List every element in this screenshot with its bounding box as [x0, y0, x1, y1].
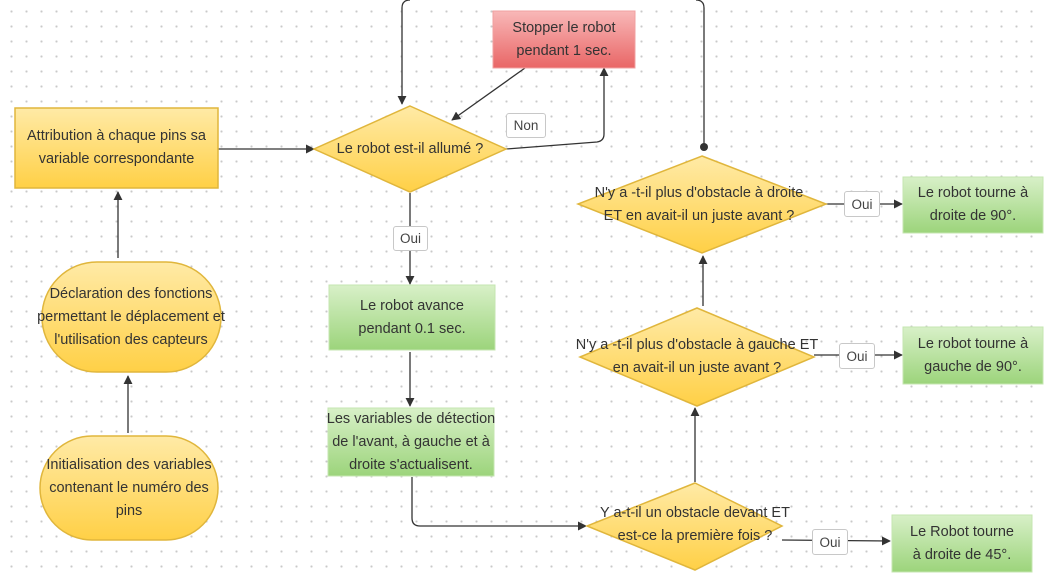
- edge-loop-to-decision: [402, 0, 705, 147]
- obstacle-devant-text: Y a-t-il un obstacle devant ET est-ce la…: [600, 505, 790, 544]
- tourne-45-text: Le Robot tourne à droite de 45°.: [910, 523, 1014, 563]
- robot-allume-text: Le robot est-il allumé ?: [336, 140, 484, 157]
- edge-label-oui-gauche: Oui: [839, 343, 875, 369]
- initialisation-text: Initialisation des variables contenant l…: [46, 456, 212, 519]
- decision-obstacle-gauche[interactable]: [578, 307, 816, 407]
- stopper-text: Stopper le robot pendant 1 sec.: [512, 19, 616, 59]
- obstacle-droite-text: N'y a -t-il plus d'obstacle à droite ET …: [594, 185, 804, 224]
- tourne-droite-90-box[interactable]: [902, 176, 1044, 234]
- edge-label-oui-allume: Oui: [393, 226, 428, 251]
- loop-junction-dot: [700, 143, 708, 151]
- obstacle-gauche-text: N'y a -t-il plus d'obstacle à gauche ET …: [575, 337, 819, 376]
- avance-text: Le robot avance pendant 0.1 sec.: [358, 297, 466, 337]
- edge-label-oui-devant: Oui: [812, 529, 848, 555]
- tourne-gauche-90-text: Le robot tourne à gauche de 90°.: [917, 335, 1029, 375]
- avance-box[interactable]: [328, 284, 496, 351]
- initialisation-terminal[interactable]: [39, 435, 219, 541]
- variables-box[interactable]: [327, 407, 495, 477]
- tourne-gauche-90-box[interactable]: [902, 326, 1044, 385]
- attribution-box[interactable]: [14, 107, 219, 189]
- decision-obstacle-droite[interactable]: [575, 155, 829, 254]
- edge-stop-to-decision: [451, 67, 526, 121]
- tourne-droite-90-text: Le robot tourne à droite de 90°.: [917, 185, 1029, 224]
- edge-label-non: Non: [506, 113, 546, 138]
- edge-decision-no-to-stop: [505, 67, 609, 150]
- declaration-terminal[interactable]: [41, 261, 222, 373]
- variables-text: Les variables de détection de l'avant, à…: [326, 410, 496, 473]
- decision-obstacle-devant[interactable]: [584, 482, 784, 571]
- edge-label-oui-droite: Oui: [844, 191, 880, 217]
- attribution-text: Attribution à chaque pins sa variable co…: [27, 128, 206, 167]
- edge-variables-to-devant: [411, 477, 587, 531]
- stopper-box[interactable]: [492, 10, 636, 69]
- tourne-45-box[interactable]: [891, 514, 1033, 573]
- declaration-text: Déclaration des fonctions permettant le …: [37, 285, 225, 348]
- decision-robot-allume[interactable]: [312, 105, 508, 193]
